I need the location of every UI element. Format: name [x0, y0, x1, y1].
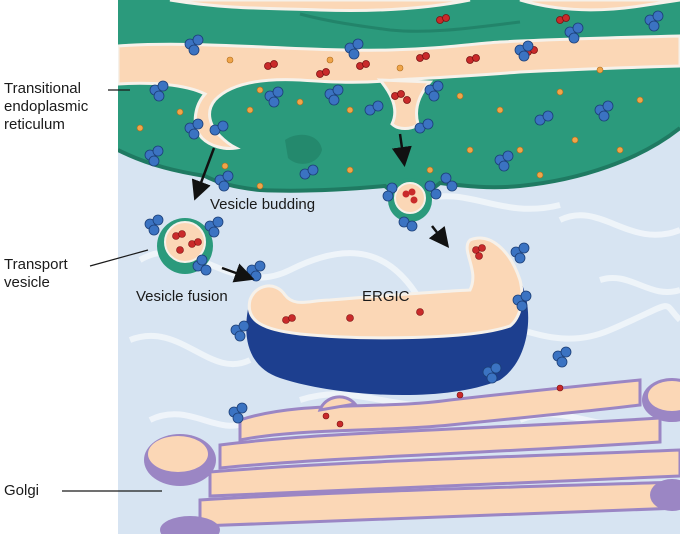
transport-vesicle — [144, 214, 224, 276]
leader-lines — [62, 89, 162, 492]
label-transitional-er-line3: reticulum — [4, 116, 65, 133]
er-cargo-proteins — [264, 14, 570, 104]
label-transitional-er: Transitional endoplasmic reticulum — [4, 80, 88, 134]
budding-vesicle — [382, 172, 458, 232]
label-vesicle-fusion: Vesicle fusion — [136, 288, 228, 305]
label-vesicle-budding: Vesicle budding — [210, 196, 316, 213]
ergic-compartment — [230, 236, 532, 396]
er-ribosomes — [136, 56, 644, 190]
label-transitional-er-line2: endoplasmic — [4, 98, 89, 115]
label-golgi: Golgi — [4, 482, 40, 499]
label-transitional-er-line1: Transitional — [4, 80, 81, 97]
label-transport-vesicle-line1: Transport — [4, 256, 68, 273]
label-ergic: ERGIC — [362, 288, 410, 305]
label-transport-vesicle-line2: vesicle — [4, 274, 50, 291]
label-transport-vesicle: Transport vesicle — [4, 256, 68, 292]
transport-arrows — [191, 133, 450, 283]
er-coat-proteins — [144, 10, 664, 192]
golgi-stack — [144, 346, 680, 534]
transitional-er — [118, 0, 680, 199]
